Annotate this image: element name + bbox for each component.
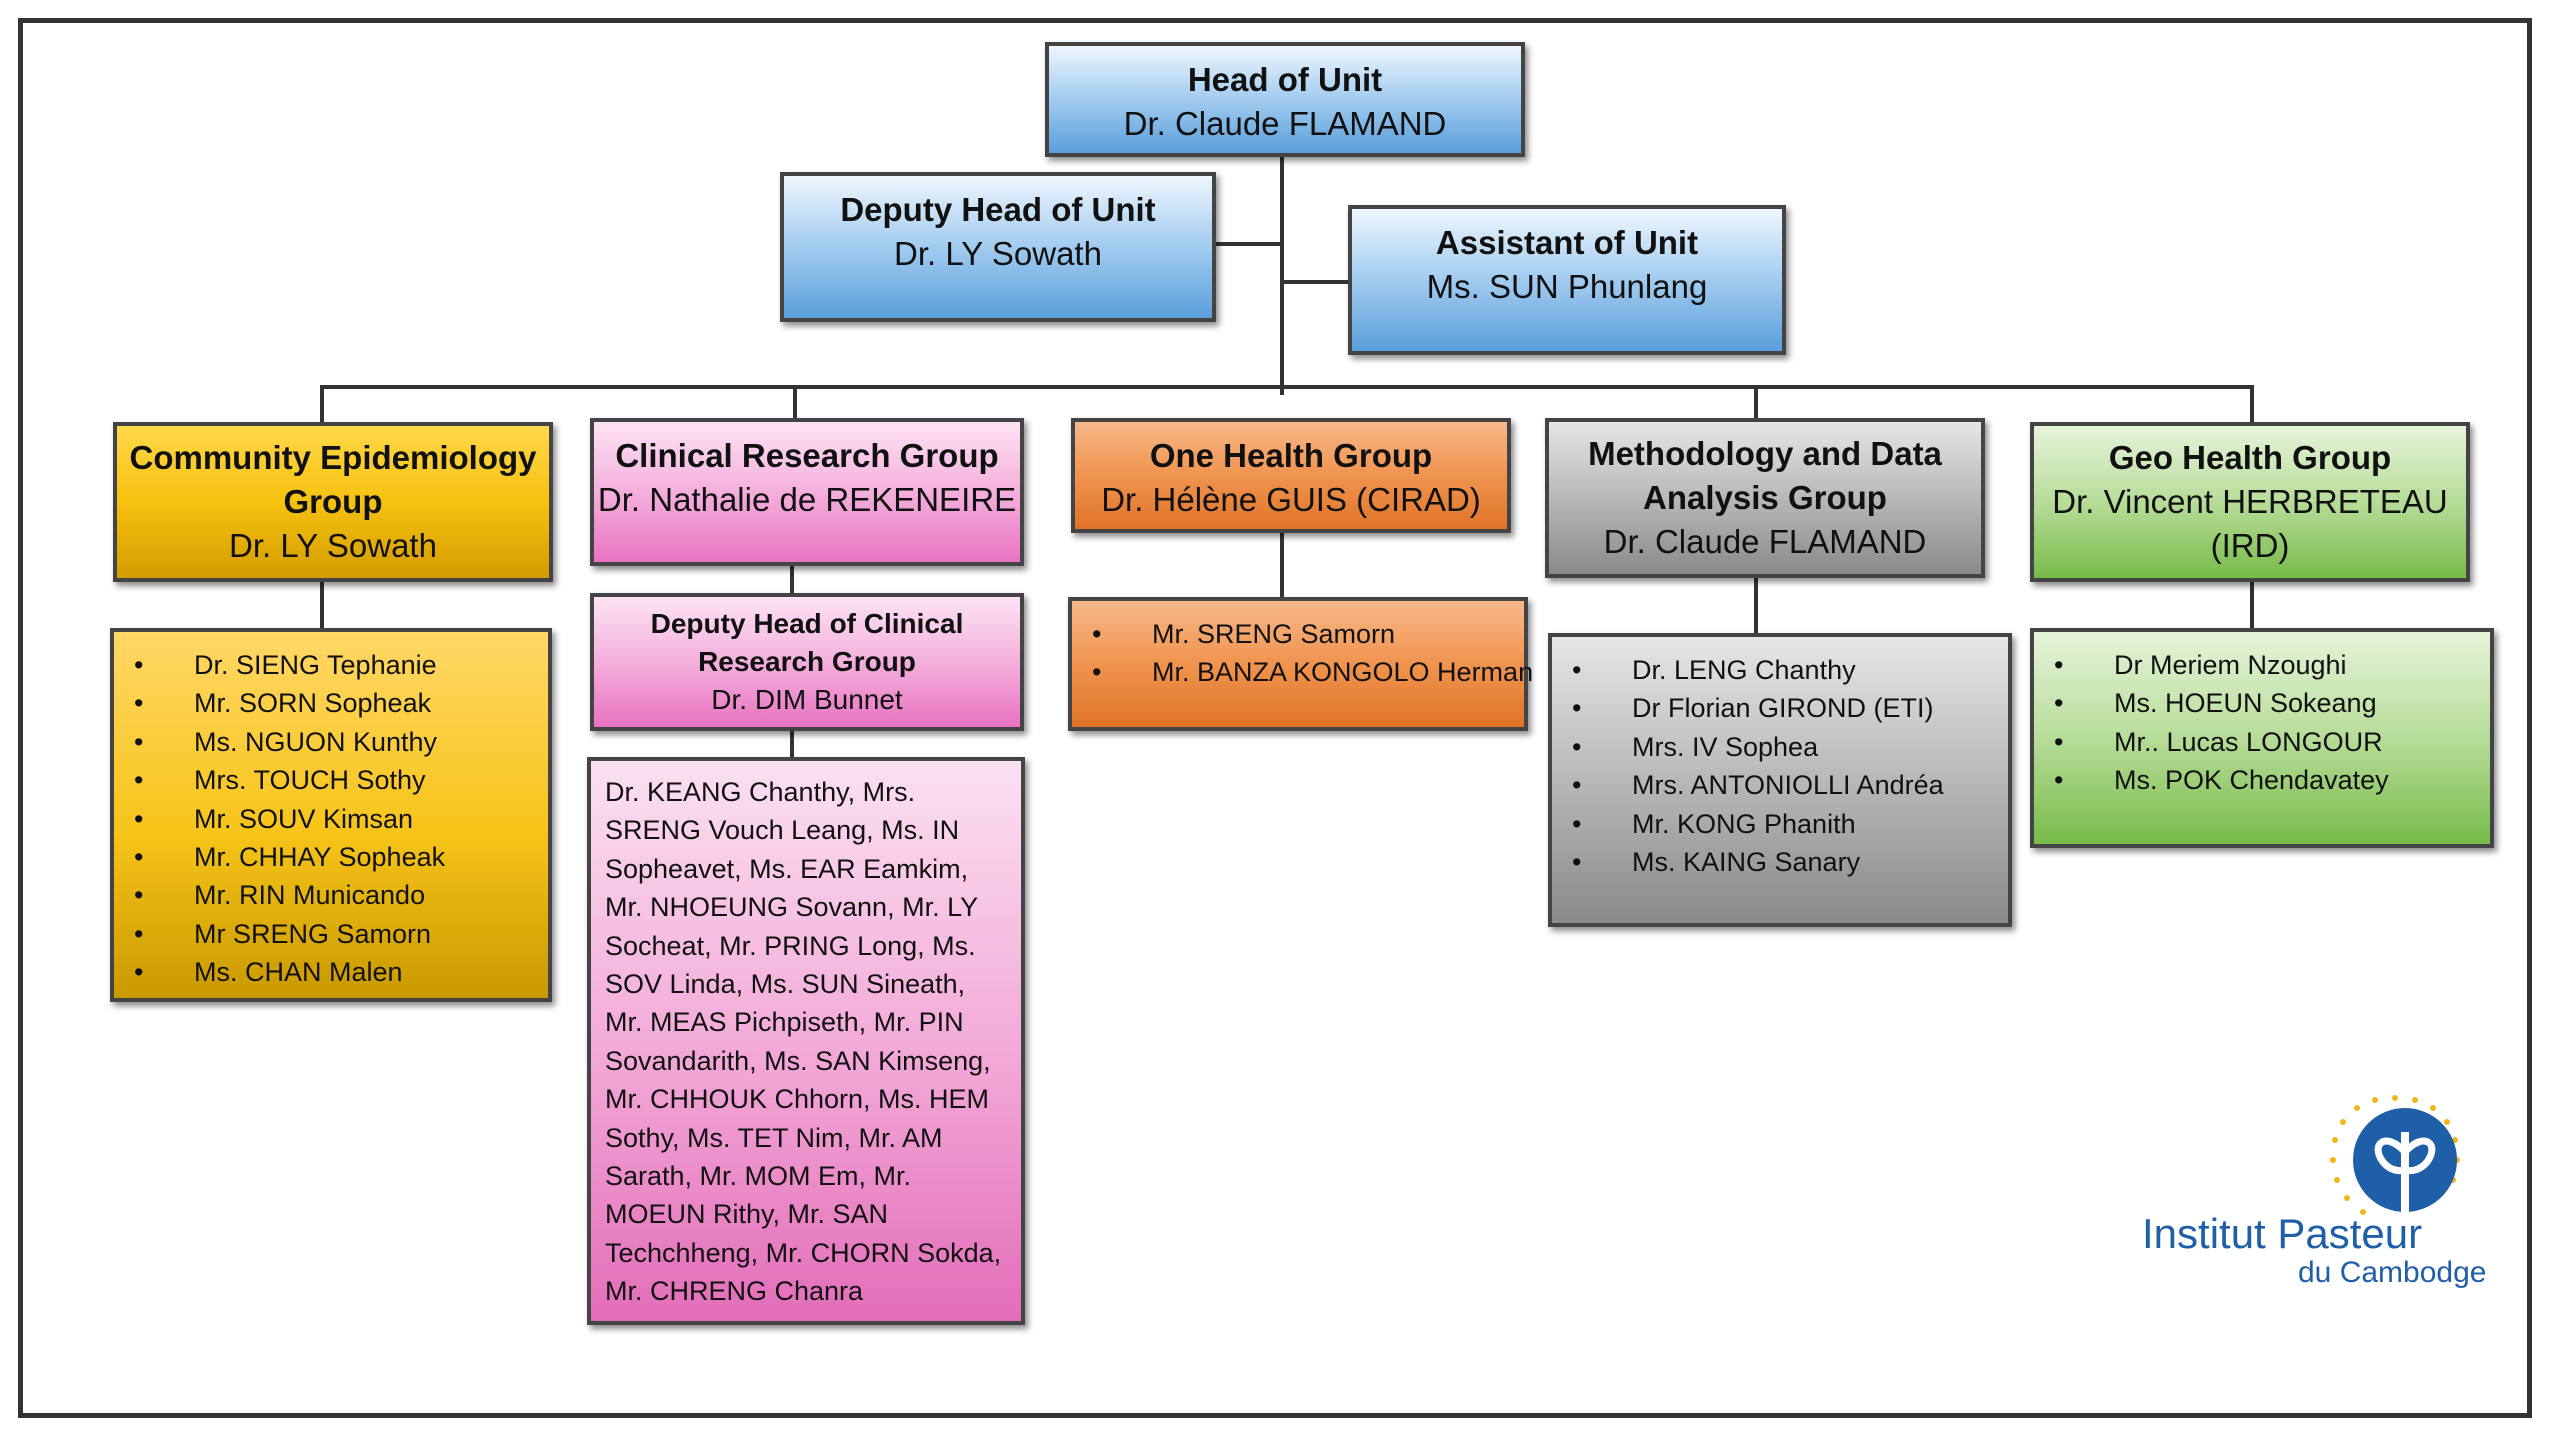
member-list: Mr. SRENG Samorn Mr. BANZA KONGOLO Herma… bbox=[1072, 615, 1533, 692]
deputy-title: Deputy Head of Unit bbox=[840, 191, 1156, 228]
community-epidemiology-group-box: Community Epidemiology Group Dr. LY Sowa… bbox=[113, 422, 553, 582]
connector-group-1 bbox=[320, 385, 324, 423]
connector-group-4 bbox=[1754, 385, 1758, 423]
member-list: Dr Meriem Nzoughi Ms. HOEUN Sokeang Mr..… bbox=[2034, 646, 2490, 800]
group-title: Community Epidemiology Group bbox=[129, 439, 537, 520]
deputy-clinical-name: Dr. DIM Bunnet bbox=[711, 684, 903, 715]
connector-members-3 bbox=[1280, 532, 1284, 598]
connector-members-1 bbox=[320, 581, 324, 629]
list-item: Mrs. TOUCH Sothy bbox=[114, 761, 548, 800]
list-item: Dr. LENG Chanthy bbox=[1552, 651, 2008, 690]
list-item: Ms. POK Chendavatey bbox=[2034, 761, 2490, 800]
methodology-group-box: Methodology and Data Analysis Group Dr. … bbox=[1545, 418, 1985, 578]
deputy-clinical-title: Deputy Head of Clinical Research Group bbox=[650, 608, 964, 677]
assistant-box: Assistant of Unit Ms. SUN Phunlang bbox=[1348, 205, 1786, 355]
group-title: Clinical Research Group bbox=[615, 437, 999, 474]
list-item: Mr. SOUV Kimsan bbox=[114, 800, 548, 839]
group-lead: Dr. LY Sowath bbox=[229, 527, 437, 564]
group-lead: Dr. Nathalie de REKENEIRE bbox=[597, 481, 1017, 518]
list-item: Dr Florian GIROND (ETI) bbox=[1552, 689, 2008, 728]
one-health-members-box: Mr. SRENG Samorn Mr. BANZA KONGOLO Herma… bbox=[1068, 597, 1533, 731]
deputy-head-box: Deputy Head of Unit Dr. LY Sowath bbox=[780, 172, 1216, 322]
group-title: Geo Health Group bbox=[2108, 439, 2392, 476]
connector-members-2 bbox=[790, 565, 794, 595]
head-of-unit-box: Head of Unit Dr. Claude FLAMAND bbox=[1045, 42, 1525, 157]
list-item: Mr. BANZA KONGOLO Herman bbox=[1072, 653, 1533, 692]
group-lead: Dr. Hélène GUIS (CIRAD) bbox=[1101, 481, 1481, 518]
list-item: Dr. SIENG Tephanie bbox=[114, 646, 548, 685]
list-item: Mr. SRENG Samorn bbox=[1072, 615, 1524, 654]
assistant-name: Ms. SUN Phunlang bbox=[1426, 268, 1708, 305]
connector-deputy bbox=[1213, 242, 1282, 246]
connector-members-5 bbox=[2250, 582, 2254, 630]
connector-group-2 bbox=[793, 385, 797, 423]
geo-health-group-box: Geo Health Group Dr. Vincent HERBRETEAU … bbox=[2030, 422, 2470, 582]
member-list: Dr. LENG Chanthy Dr Florian GIROND (ETI)… bbox=[1552, 651, 2008, 882]
list-item: Mrs. ANTONIOLLI Andréa bbox=[1552, 766, 2008, 805]
pasteur-emblem-icon bbox=[2330, 1095, 2460, 1215]
list-item: Dr Meriem Nzoughi bbox=[2034, 646, 2490, 685]
one-health-group-box: One Health Group Dr. Hélène GUIS (CIRAD) bbox=[1071, 418, 1511, 533]
group-title: One Health Group bbox=[1149, 437, 1433, 474]
list-item: Ms. NGUON Kunthy bbox=[114, 723, 548, 762]
group-lead: Dr. Vincent HERBRETEAU (IRD) bbox=[2052, 483, 2448, 564]
list-item: Mr. RIN Municando bbox=[114, 876, 548, 915]
head-name: Dr. Claude FLAMAND bbox=[1123, 105, 1447, 142]
list-item: Mrs. IV Sophea bbox=[1552, 728, 2008, 767]
logo-name-line2: du Cambodge bbox=[2298, 1256, 2487, 1289]
list-item: Ms. KAING Sanary bbox=[1552, 843, 2008, 882]
member-list: Dr. SIENG Tephanie Mr. SORN Sopheak Ms. … bbox=[114, 646, 548, 992]
list-item: Mr SRENG Samorn bbox=[114, 915, 548, 954]
connector-members-4 bbox=[1754, 578, 1758, 634]
group-title: Methodology and Data Analysis Group bbox=[1588, 435, 1942, 516]
logo-name-line1: Institut Pasteur bbox=[2142, 1210, 2423, 1257]
connector-trunk bbox=[1280, 155, 1284, 395]
institut-pasteur-logo: Institut Pasteur du Cambodge bbox=[2130, 1090, 2510, 1300]
head-title: Head of Unit bbox=[1187, 61, 1383, 98]
connector-assistant bbox=[1282, 280, 1352, 284]
clinical-deputy-box: Deputy Head of Clinical Research Group D… bbox=[590, 593, 1024, 731]
list-item: Mr. CHHAY Sopheak bbox=[114, 838, 548, 877]
assistant-title: Assistant of Unit bbox=[1435, 224, 1699, 261]
deputy-name: Dr. LY Sowath bbox=[894, 235, 1102, 272]
group-lead: Dr. Claude FLAMAND bbox=[1603, 523, 1927, 560]
list-item: Ms. HOEUN Sokeang bbox=[2034, 684, 2490, 723]
list-item: Mr.. Lucas LONGOUR bbox=[2034, 723, 2490, 762]
methodology-members-box: Dr. LENG Chanthy Dr Florian GIROND (ETI)… bbox=[1548, 633, 2012, 927]
clinical-members-box: Dr. KEANG Chanthy, Mrs. SRENG Vouch Lean… bbox=[587, 757, 1025, 1325]
connector-groups-bar bbox=[320, 385, 2252, 389]
list-item: Ms. CHAN Malen bbox=[114, 953, 548, 992]
geo-health-members-box: Dr Meriem Nzoughi Ms. HOEUN Sokeang Mr..… bbox=[2030, 628, 2494, 848]
connector-group-5 bbox=[2250, 385, 2254, 423]
list-item: Mr. SORN Sopheak bbox=[114, 684, 548, 723]
connector-members-2b bbox=[790, 730, 794, 760]
clinical-research-group-box: Clinical Research Group Dr. Nathalie de … bbox=[590, 418, 1024, 566]
community-epidemiology-members-box: Dr. SIENG Tephanie Mr. SORN Sopheak Ms. … bbox=[110, 628, 552, 1002]
clinical-members-text: Dr. KEANG Chanthy, Mrs. SRENG Vouch Lean… bbox=[605, 777, 1002, 1307]
list-item: Mr. KONG Phanith bbox=[1552, 805, 2008, 844]
